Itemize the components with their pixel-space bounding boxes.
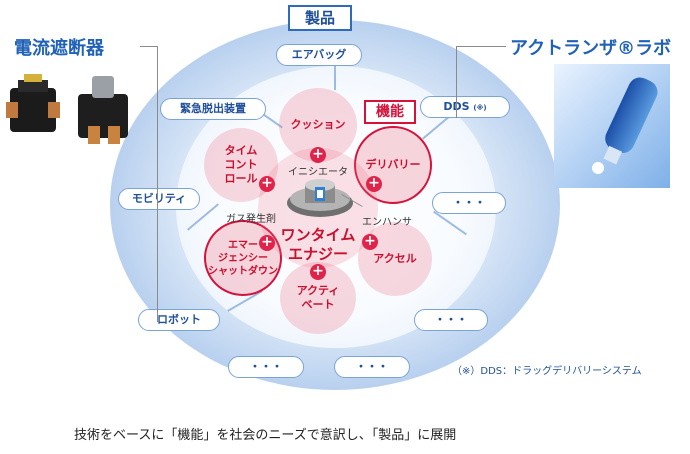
plus-icon: + <box>259 235 275 251</box>
bubble-timecontrol-label-1: タイム <box>224 144 258 157</box>
plus-icon: + <box>366 176 382 192</box>
bubble-cushion-label: クッション <box>290 118 346 131</box>
center-label-line-2: エナジー <box>287 245 348 263</box>
gas-generant-label: ガス発生剤 <box>226 214 276 225</box>
circuit-breaker-image <box>4 66 144 150</box>
bubble-emergency-label-2: ジェンシー <box>218 252 268 264</box>
bubble-timecontrol-label-3: ロール <box>224 172 258 185</box>
product-more: ・・・ <box>432 192 506 214</box>
plus-icon: + <box>310 264 326 280</box>
actranza-lab-label: アクトランザ®ラボ <box>510 38 672 59</box>
bubble-emergency-label-1: エマー <box>228 239 258 251</box>
connector-line <box>456 46 506 47</box>
product-more: ・・・ <box>334 356 410 378</box>
center-label-line-1: ワンタイム <box>280 226 356 244</box>
function-title: 機能 <box>364 100 416 124</box>
product-title: 製品 <box>288 5 352 31</box>
bubble-accel-label: アクセル <box>373 252 417 265</box>
bubble-delivery-label: デリバリー <box>365 158 421 171</box>
bubble-emergency-shutdown: エマージェンシーシャットダウン <box>204 220 282 296</box>
product-more: ・・・ <box>414 309 488 331</box>
product-more: ・・・ <box>228 356 304 378</box>
product-airbag: エアバッグ <box>276 44 362 66</box>
plus-icon: + <box>362 234 378 250</box>
bubble-time-control: タイムコントロール <box>204 128 278 202</box>
bottom-caption: 技術をベースに「機能」を社会のニーズで意訳し、「製品」に展開 <box>74 428 457 443</box>
spoke-line <box>334 60 336 90</box>
product-dds-mark: (※) <box>473 104 487 112</box>
connector-line <box>157 46 158 322</box>
product-emergency-escape: 緊急脱出装置 <box>160 98 266 120</box>
bubble-accel: アクセル <box>358 222 432 296</box>
bubble-delivery: デリバリー <box>354 126 432 204</box>
bubble-timecontrol-label-2: コント <box>224 158 258 171</box>
product-robot: ロボット <box>138 309 220 331</box>
gas-generator-illustration <box>285 173 355 223</box>
initiator-label: イニシエータ <box>288 167 348 178</box>
plus-icon: + <box>259 176 275 192</box>
actranza-lab-image <box>554 64 670 188</box>
product-dds: DDS (※) <box>420 96 510 118</box>
bubble-activate-label-1: アクティ <box>296 284 340 297</box>
product-mobility: モビリティ <box>118 188 200 210</box>
enhancer-label: エンハンサ <box>362 217 412 228</box>
dds-footnote: （※）DDS：ドラッグデリバリーシステム <box>452 366 642 377</box>
connector-line <box>456 46 457 118</box>
bubble-activate-label-2: ベート <box>301 298 335 311</box>
circuit-breaker-label: 電流遮断器 <box>14 38 104 59</box>
center-label: ワンタイムエナジー <box>268 226 368 264</box>
connector-line <box>140 46 158 47</box>
bubble-emergency-label-3: シャットダウン <box>208 265 278 277</box>
plus-icon: + <box>310 147 326 163</box>
